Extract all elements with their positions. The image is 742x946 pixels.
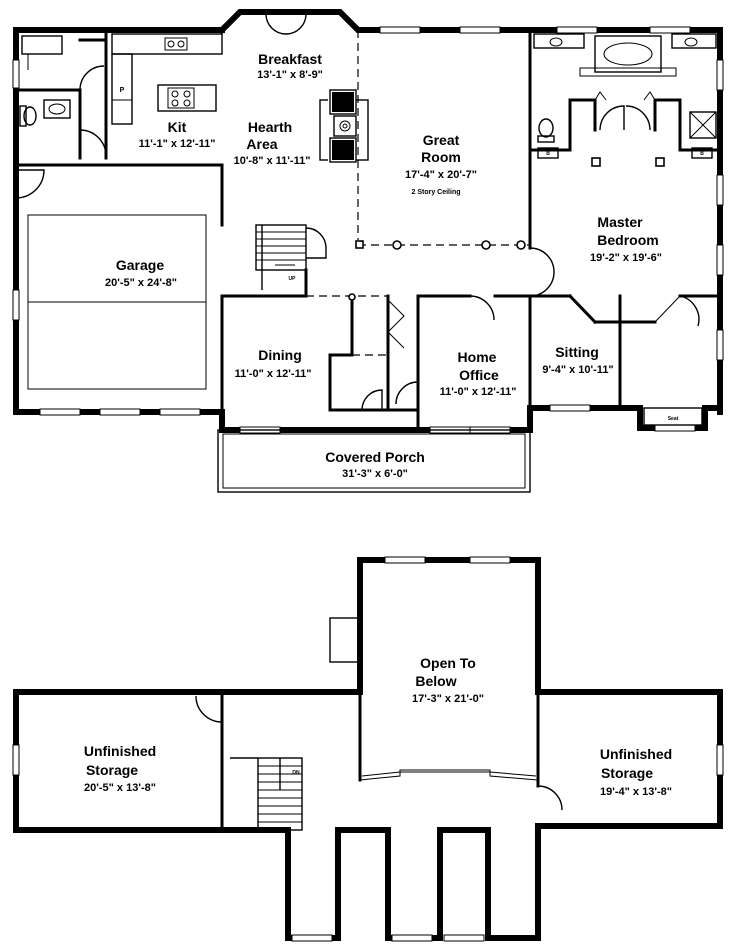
breakfast-door-right <box>285 13 307 35</box>
right-storage-door-swing <box>537 785 563 811</box>
second-floor-stairs <box>230 757 303 831</box>
storage-right-dims: 19'-4" x 13'-8" <box>600 786 672 798</box>
bench-label-right: B <box>700 151 704 157</box>
storage-right-label-line1: Unfinished <box>600 746 672 762</box>
interior-walls <box>14 28 722 430</box>
sitting-dims: 9'-4" x 10'-11" <box>542 364 613 376</box>
great-room-door-east <box>529 247 555 297</box>
second-floor: DN Open To Below 17'-3" x 21'-0" Unfinis… <box>12 556 724 942</box>
covered-porch <box>217 429 531 493</box>
garage-label: Garage <box>116 257 164 273</box>
open-to-below-railing <box>359 769 539 781</box>
second-floor-windows <box>12 556 724 942</box>
open-to-below-label-line2: Below <box>415 673 456 689</box>
home-office-dims: 11'-0" x 12'-11" <box>440 386 517 398</box>
home-office-label-line1: Home <box>458 349 497 365</box>
covered-porch-label: Covered Porch <box>325 449 425 465</box>
storage-right-label-line2: Storage <box>601 765 653 781</box>
stair-up-label: UP <box>289 276 297 282</box>
storage-left-label-line2: Storage <box>86 762 138 778</box>
second-floor-exterior-walls <box>13 557 723 941</box>
left-storage-door-swing <box>195 695 223 723</box>
kit-dims: 11'-1" x 12'-11" <box>139 138 216 150</box>
pantry-label: P <box>120 87 125 94</box>
home-office-label-line2: Office <box>459 367 499 383</box>
breakfast-door-left <box>265 13 287 35</box>
master-bath-fixtures <box>533 33 717 167</box>
covered-porch-dims: 31'-3" x 6'-0" <box>342 468 408 480</box>
hearth-label-line1: Hearth <box>248 119 292 135</box>
storage-left-label-line1: Unfinished <box>84 743 156 759</box>
master-bedroom-label-line2: Bedroom <box>597 232 658 248</box>
dashed-openings <box>306 30 530 356</box>
open-to-below-label-line1: Open To <box>420 655 476 671</box>
window-seat <box>643 407 703 426</box>
breakfast-label: Breakfast <box>258 51 322 67</box>
powder-room-fixtures <box>19 65 107 157</box>
first-floor-stairs <box>255 224 327 290</box>
hall-closet <box>361 299 419 411</box>
stair-down-label: DN <box>292 770 300 776</box>
sitting-angled-walls <box>567 293 700 327</box>
garage-entry-door-swing <box>15 169 45 199</box>
master-bedroom-dims: 19'-2" x 19'-6" <box>590 252 662 264</box>
breakfast-dims: 13'-1" x 8'-9" <box>257 69 323 81</box>
kit-label: Kit <box>168 119 187 135</box>
great-room-label-line1: Great <box>423 132 460 148</box>
storage-left-dims: 20'-5" x 13'-8" <box>84 782 156 794</box>
great-room-note: 2 Story Ceiling <box>411 189 460 196</box>
bench-label-left: B <box>546 151 550 157</box>
great-room-label-line2: Room <box>421 149 461 165</box>
sitting-label: Sitting <box>555 344 599 360</box>
seat-label: Seat <box>668 416 679 422</box>
great-room-columns <box>348 240 526 301</box>
front-door-swing <box>361 389 383 411</box>
great-room-dims: 17'-4" x 20'-7" <box>405 169 477 181</box>
chimney-chase <box>329 617 361 663</box>
first-floor: P <box>12 9 724 493</box>
second-floor-interior-walls <box>220 690 540 832</box>
powder-door-swing <box>79 129 107 157</box>
laundry-door-swing <box>79 65 105 91</box>
office-door-north <box>469 295 495 321</box>
dining-dims: 11'-0" x 12'-11" <box>235 368 312 380</box>
fireplace <box>319 88 369 168</box>
hearth-dims: 10'-8" x 11'-11" <box>234 155 311 167</box>
master-bedroom-label-line1: Master <box>597 214 643 230</box>
hearth-label-line2: Area <box>246 136 277 152</box>
open-to-below-dims: 17'-3" x 21'-0" <box>412 693 484 705</box>
kitchen-fixtures <box>21 33 223 125</box>
garage-dims: 20'-5" x 24'-8" <box>105 277 177 289</box>
dining-label: Dining <box>258 347 302 363</box>
